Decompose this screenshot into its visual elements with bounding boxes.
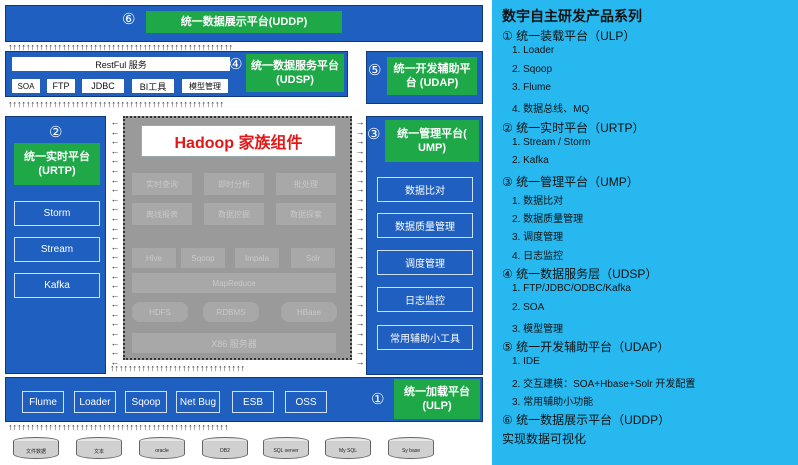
ghost-impala: Impala: [235, 248, 279, 268]
udsp-number: ④: [229, 56, 243, 73]
database-sybase: Sy base: [388, 437, 434, 459]
udsp-item-ftp: FTP: [46, 78, 76, 94]
urtp-item-stream: Stream: [14, 237, 100, 262]
database-sqlserver: SQL server: [263, 437, 309, 459]
ump-item-quality: 数据质量管理: [377, 213, 473, 238]
product-series-subitem: 1. IDE: [512, 356, 540, 368]
product-series-heading: ④ 统一数据服务层（UDSP）: [502, 266, 658, 281]
product-series-subitem: 3. 模型管理: [512, 323, 564, 335]
product-series-subitem: 2. 数据质量管理: [512, 214, 584, 225]
product-series-heading: ① 统一装载平台（ULP）: [502, 29, 636, 43]
ump-item-compare: 数据比对: [377, 177, 473, 202]
ump-title: 统一管理平台( UMP): [385, 120, 479, 162]
product-series-subitem: 2. 交互建模：SOA+Hbase+Solr 开发配置: [512, 378, 696, 390]
arrows-urtp-hadoop: ←←←←←←←←←←←←←←←←←←←←←←←←←←: [110, 117, 120, 367]
ghost-x86-server: X86 服务器: [132, 333, 336, 353]
udap-number: ⑤: [368, 62, 382, 79]
ulp-item-sqoop: Sqoop: [125, 391, 167, 413]
udpp-number: ⑥: [122, 11, 136, 28]
product-series-heading: ② 统一实时平台（URTP）: [502, 120, 645, 135]
udpp-title: 统一数据展示平台(UDDP): [146, 11, 342, 33]
ghost-data-explore: 数据探索: [276, 203, 336, 225]
ghost-hive: Hive: [132, 248, 176, 268]
product-series-heading: ⑥ 统一数据展示平台（UDDP）: [502, 413, 671, 428]
product-series-subitem: 2. Sqoop: [512, 63, 553, 75]
urtp-number: ②: [49, 124, 63, 141]
ghost-batch: 批处理: [276, 173, 336, 195]
udsp-item-jdbc: JDBC: [81, 78, 125, 94]
product-series-subitem: 1. 数据比对: [512, 195, 564, 207]
arrows-udsp-hadoop: ↑↑↑↑↑↑↑↑↑↑↑↑↑↑↑↑↑↑↑↑↑↑↑↑↑↑↑↑↑↑↑↑↑↑↑↑↑↑↑↑…: [8, 99, 224, 109]
database-mysql: My SQL: [325, 437, 371, 459]
ulp-item-oss: OSS: [285, 391, 327, 413]
ulp-item-netbug: Net Bug: [176, 391, 220, 413]
product-series-subitem: 1. Stream / Storm: [512, 136, 591, 148]
product-series-subitem: 2. SOA: [512, 301, 545, 313]
ghost-solr: Solr: [291, 248, 335, 268]
urtp-item-storm: Storm: [14, 201, 100, 226]
ghost-mapreduce: MapReduce: [132, 273, 336, 293]
ghost-offline-report: 离线报表: [132, 203, 192, 225]
ump-item-schedule: 调度管理: [377, 250, 473, 275]
product-series-subitem: 3. 调度管理: [512, 232, 564, 244]
product-series-subitem: 4. 数据总线、MQ: [512, 104, 590, 116]
product-series-heading: ⑤ 统一开发辅助平台（UDAP）: [502, 340, 670, 355]
udsp-item-soa: SOA: [11, 78, 41, 94]
urtp-item-kafka: Kafka: [14, 273, 100, 298]
arrows-hadoop-ump: →→→→→→→→→→→→→→→→→→→→→→→→→→: [355, 117, 365, 367]
ulp-number: ①: [371, 391, 385, 408]
ump-number: ③: [367, 126, 381, 143]
udap-title: 统一开发辅助平 台 (UDAP): [387, 57, 477, 95]
ghost-realtime-query: 实时查询: [132, 173, 192, 195]
ghost-data-mining: 数据挖掘: [204, 203, 264, 225]
product-series-subitem: 2. Kafka: [512, 155, 549, 167]
hadoop-title: Hadoop 家族组件: [174, 135, 303, 152]
ulp-item-esb: ESB: [232, 391, 274, 413]
ulp-item-flume: Flume: [22, 391, 64, 413]
database-db2: DB2: [202, 437, 248, 459]
udsp-item-bi: BI工具: [131, 78, 175, 94]
ghost-sqoop: Sqoop: [181, 248, 225, 268]
database-oracle: oracle: [139, 437, 185, 459]
ump-item-log: 日志监控: [377, 287, 473, 312]
restful-service-box: RestFul 服务: [11, 56, 231, 72]
product-series-title: 数宇自主研发产品系列: [502, 8, 642, 24]
product-series-panel: [492, 0, 798, 465]
ghost-instant-analysis: 即时分析: [204, 173, 264, 195]
product-series-subitem: 4. 日志监控: [512, 250, 564, 262]
product-series-subitem: 1. FTP/JDBC/ODBC/Kafka: [512, 283, 631, 295]
ghost-rdbms: RDBMS: [203, 302, 259, 322]
udsp-item-model: 模型管理: [181, 78, 229, 94]
product-series-subitem: 1. Loader: [512, 45, 555, 57]
ulp-title: 统一加载平台 (ULP): [394, 379, 480, 419]
product-series-heading: ③ 统一管理平台（UMP）: [502, 175, 639, 190]
ghost-hdfs: HDFS: [132, 302, 188, 322]
product-series-heading: 实现数据可视化: [502, 431, 587, 446]
ump-item-tools: 常用辅助小工具: [377, 325, 473, 350]
database-file: 文件数据: [13, 437, 59, 459]
product-series-subitem: 3. 常用辅助小功能: [512, 397, 594, 408]
arrows-udpp-udsp: ↑↑↑↑↑↑↑↑↑↑↑↑↑↑↑↑↑↑↑↑↑↑↑↑↑↑↑↑↑↑↑↑↑↑↑↑↑↑↑↑…: [8, 42, 233, 52]
ghost-hbase: HBase: [281, 302, 337, 322]
arrows-db-up: ↑↑↑↑↑↑↑↑↑↑↑↑↑↑↑↑↑↑↑↑↑↑↑↑↑↑↑↑↑↑↑↑↑↑↑↑↑↑↑↑…: [8, 422, 229, 432]
arrows-ulp-up: ↑↑↑↑↑↑↑↑↑↑↑↑↑↑↑↑↑↑↑↑↑↑↑↑↑↑↑↑↑↑: [110, 363, 245, 373]
urtp-title: 统一实时平台 (URTP): [14, 143, 100, 185]
product-series-subitem: 3. Flume: [512, 81, 551, 93]
udsp-title: 统一数据服务平台 (UDSP): [246, 54, 344, 92]
ulp-item-loader: Loader: [74, 391, 116, 413]
database-text: 文本: [76, 437, 122, 459]
hadoop-title-box: Hadoop 家族组件: [141, 125, 336, 157]
